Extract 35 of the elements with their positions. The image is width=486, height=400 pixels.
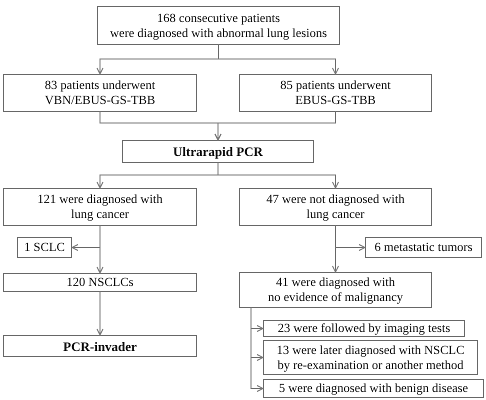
- process-box: [263, 320, 465, 337]
- box-text: 1 SCLC: [24, 240, 65, 255]
- box-text: 47 were not diagnosed with lung cancer: [266, 192, 405, 222]
- arrow: [250, 308, 264, 392]
- arrow: [96, 292, 104, 336]
- box-text: 6 metastatic tumors: [374, 240, 472, 255]
- process-box: [239, 272, 432, 308]
- process-box: [122, 140, 314, 163]
- process-box: [97, 6, 340, 45]
- arrow: [332, 226, 339, 272]
- process-box: [3, 74, 197, 112]
- box-text: 83 patients underwent VBN/EBUS-GS-TBB: [44, 78, 156, 108]
- process-box: [365, 237, 482, 258]
- process-box: [263, 379, 484, 398]
- process-box: [17, 237, 72, 258]
- arrow: [218, 44, 339, 74]
- box-text: 121 were diagnosed with lung cancer: [37, 192, 163, 222]
- box-text: 13 were later diagnosed with NSCLC by re-examination or another method: [276, 342, 464, 372]
- process-box: [239, 188, 432, 226]
- process-box: [239, 74, 432, 112]
- box-text: 168 consecutive patients were diagnosed with abnormal lung lesions: [110, 10, 327, 40]
- box-text: 85 patients underwent EBUS-GS-TBB: [280, 78, 391, 108]
- box-text: 120 NSCLCs: [66, 275, 134, 290]
- arrow: [218, 162, 339, 188]
- box-text: PCR-invader: [63, 338, 137, 354]
- process-box: [3, 188, 197, 226]
- arrow: [214, 112, 336, 140]
- process-box: [3, 273, 197, 292]
- process-box: [263, 340, 478, 375]
- box-text: Ultrarapid PCR: [173, 144, 263, 159]
- box-text: 5 were diagnosed with benign disease: [278, 381, 468, 396]
- box-text: 41 were diagnosed with no evidence of malignancy: [268, 275, 404, 305]
- arrow: [96, 226, 104, 274]
- process-box: [3, 335, 197, 357]
- box-text: 23 were followed by imaging tests: [278, 321, 450, 336]
